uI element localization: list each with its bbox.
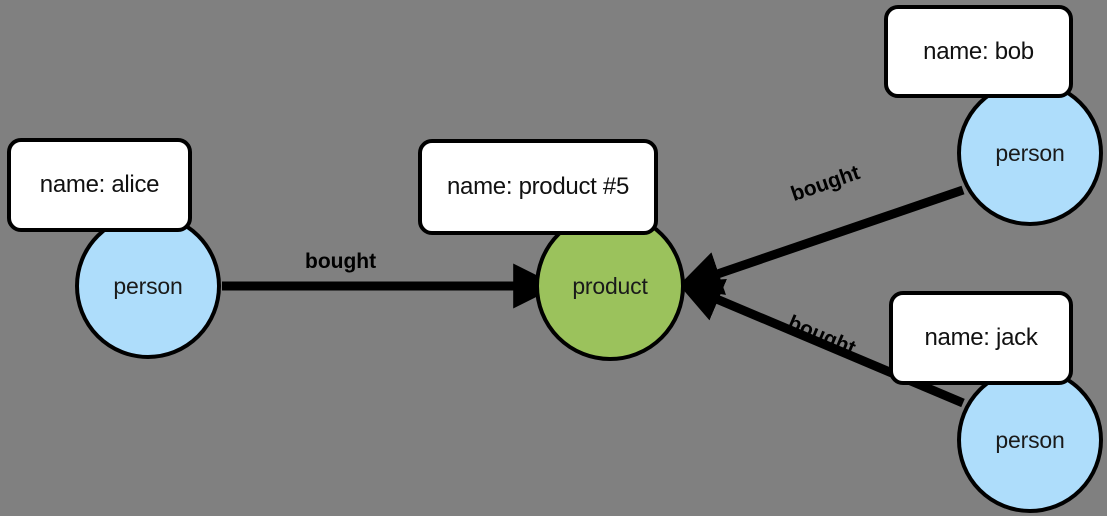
tooltip-alice-text: name: alice: [39, 171, 160, 198]
tooltip-bob: name: bob: [884, 5, 1073, 98]
node-alice[interactable]: person: [75, 213, 221, 359]
node-product[interactable]: product: [535, 211, 685, 361]
tooltip-alice: name: alice: [7, 138, 192, 232]
node-bob-label: person: [995, 139, 1065, 166]
tooltip-bob-text: name: bob: [923, 37, 1034, 65]
edge-bob-product[interactable]: [676, 185, 965, 295]
tooltip-product-text: name: product #5: [447, 173, 629, 200]
node-product-label: product: [572, 272, 648, 299]
node-bob[interactable]: person: [957, 80, 1103, 226]
tooltip-product: name: product #5: [418, 139, 658, 235]
node-jack[interactable]: person: [957, 367, 1103, 513]
tooltip-jack-text: name: jack: [924, 324, 1038, 351]
tooltip-jack: name: jack: [889, 291, 1073, 385]
node-alice-label: person: [113, 272, 183, 299]
edge-label-alice-bought: bought: [305, 250, 377, 273]
node-jack-label: person: [995, 426, 1065, 453]
